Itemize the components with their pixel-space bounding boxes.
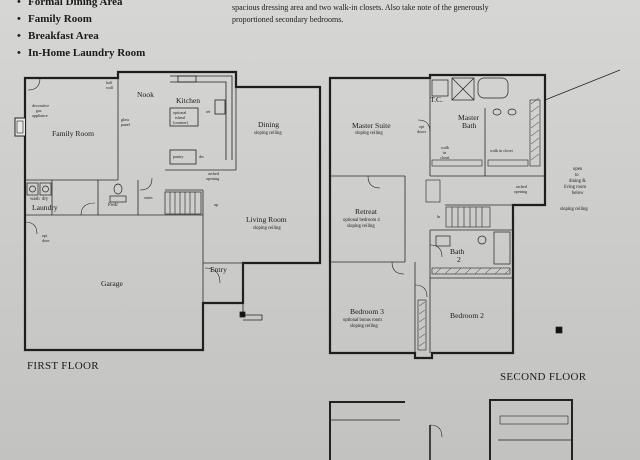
feature-list: • Formal Dining Area • Family Room • Bre… (17, 0, 145, 59)
glass-panel-note: glass (121, 117, 130, 122)
first-floor-label: FIRST FLOOR (27, 360, 99, 372)
fireplace-note: appliance (32, 113, 48, 118)
opt-door-note: door (42, 238, 50, 243)
opt-door-note: opt (42, 233, 48, 238)
open-to-below-note: living room (564, 185, 586, 190)
arched-opening-note: opening (514, 189, 527, 194)
arched-opening-note: opening (206, 176, 219, 181)
room-label-bath-2: 2 (457, 255, 461, 264)
master-bath-fixtures (431, 77, 517, 116)
description-text: spacious dressing area and two walk-in c… (232, 3, 489, 24)
walk-in-closet-note: walk (441, 145, 450, 150)
room-label-entry: Entry (210, 265, 227, 274)
retreat-note: optional bedroom 4 (343, 218, 380, 223)
wash-label: wash (30, 197, 40, 202)
dishwasher-label: dw (199, 154, 204, 159)
partial-third-plan (329, 399, 573, 460)
open-to-below-note: to (575, 173, 579, 178)
room-label-bedroom-2: Bedroom 2 (450, 311, 484, 320)
description-line: proportioned secondary bedrooms. (232, 15, 343, 24)
feature-item: Breakfast Area (28, 30, 99, 42)
feature-bullet: • (17, 0, 21, 8)
bedroom-3-note: optional bonus room (343, 318, 382, 323)
kitchen-island-note: (counter) (173, 120, 189, 125)
walk-in-closet-note: walk in closet (490, 148, 514, 153)
room-label-master-suite: Master Suite (352, 121, 391, 130)
room-label-kitchen: Kitchen (176, 96, 200, 105)
room-label-living-room: Living Room (246, 215, 287, 224)
stairs-label: stairs (144, 195, 153, 200)
feature-item: In-Home Laundry Room (28, 47, 145, 59)
feature-bullet: • (17, 47, 21, 59)
room-label-master-bath: Master (458, 113, 480, 122)
closet-hatch (418, 97, 540, 347)
feature-item-partial: Formal Dining Area (28, 0, 123, 8)
powder-room-fixtures (109, 183, 127, 203)
bedroom-3-note: sloping ceiling (350, 324, 378, 329)
room-label-nook: Nook (137, 90, 154, 99)
fireplace-note: gas (36, 108, 42, 113)
walk-in-closet-note: in (443, 150, 446, 155)
room-label-retreat: Retreat (355, 207, 378, 216)
description-line: spacious dressing area and two walk-in c… (232, 3, 489, 12)
master-suite-note: sloping ceiling (355, 131, 383, 136)
half-wall-note: wall (106, 85, 114, 90)
open-to-below-area (544, 69, 621, 334)
laundry-appliances (26, 182, 52, 196)
dry-label: dry (42, 197, 49, 202)
open-to-below-note: open (573, 167, 583, 172)
feature-item: Family Room (28, 13, 92, 25)
room-label-family-room: Family Room (52, 129, 94, 138)
room-label-laundry: Laundry (32, 203, 58, 212)
open-to-below-note: below (572, 191, 584, 196)
second-floor-plan: Master Suite sloping ceiling Master Bath… (328, 69, 621, 383)
fireplace-note: decorative (32, 103, 49, 108)
retreat-note: sloping ceiling (347, 224, 375, 229)
glass-panel-note: panel (121, 122, 131, 127)
feature-bullet: • (17, 30, 21, 42)
ref-label: ref (206, 109, 211, 114)
kitchen-island-note: island (175, 115, 185, 120)
dining-note: sloping ceiling (254, 131, 282, 136)
room-label-powder: Pwdr (108, 203, 118, 208)
first-floor-plan: Family Room decorative gas appliance hal… (14, 70, 322, 372)
second-floor-label: SECOND FLOOR (500, 371, 587, 383)
first-floor-stairs (164, 191, 202, 215)
second-floor-interior-walls (330, 75, 545, 353)
linen-label: ln (437, 214, 440, 219)
first-floor-doors (24, 77, 221, 284)
fireplace-icon (14, 117, 25, 137)
room-label-garage: Garage (101, 279, 124, 288)
open-to-below-note: dining & (569, 179, 586, 184)
opt-doors-note: opt (419, 124, 425, 129)
half-wall-note: half (106, 80, 113, 85)
first-floor-interior-walls (25, 72, 244, 350)
open-to-below-note: sloping ceiling (560, 207, 588, 212)
toilet-compartment-label: T.C. (430, 95, 443, 104)
stairs-up-label: up (214, 202, 218, 207)
arched-opening-note: arched (516, 184, 527, 189)
second-floor-doors (367, 119, 443, 298)
bath-2-fixtures (435, 231, 511, 265)
room-label-bath-2: Bath (450, 247, 465, 256)
living-room-note: sloping ceiling (253, 226, 281, 231)
walk-in-closet-note: closet (440, 155, 450, 160)
room-label-master-bath: Bath (462, 121, 477, 130)
arched-opening-note: arched (208, 171, 219, 176)
opt-doors-note: doors (417, 129, 427, 134)
room-label-bedroom-3: Bedroom 3 (350, 307, 384, 316)
pantry-label: pantry (173, 154, 184, 159)
kitchen-counters (169, 75, 233, 165)
feature-bullet: • (17, 13, 21, 25)
kitchen-island-note: optional (173, 110, 187, 115)
second-floor-stairs (445, 206, 491, 228)
room-label-dining: Dining (258, 120, 279, 129)
front-porch (239, 303, 263, 321)
